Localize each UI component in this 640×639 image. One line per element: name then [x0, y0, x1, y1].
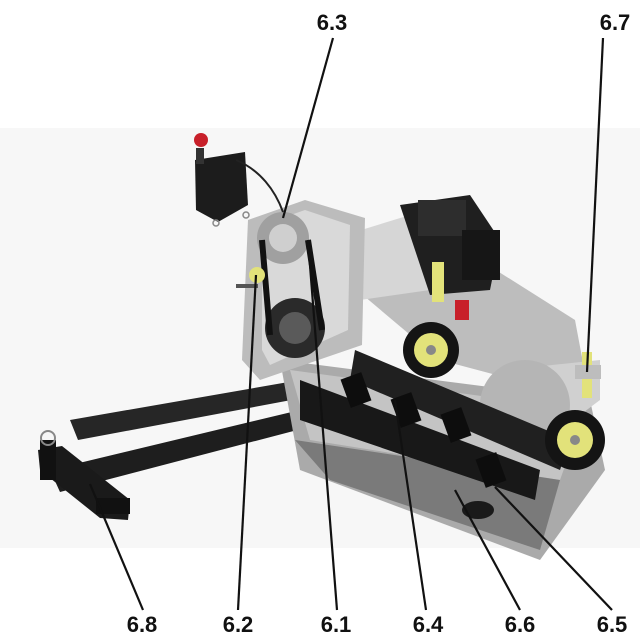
- leader-6-1: [306, 239, 339, 611]
- callout-labels: 6.3 6.7 6.8 6.2 6.1 6.4 6.6 6.5: [127, 10, 631, 637]
- leader-6-7: [585, 37, 605, 373]
- rotor-shaft: [300, 350, 570, 519]
- throttle-control: [194, 133, 284, 227]
- leader-6-4: [393, 399, 428, 611]
- leader-6-6: [454, 489, 521, 611]
- belt-housing: [236, 200, 365, 380]
- front-caster-wheel: [403, 262, 459, 378]
- callout-6-3: 6.3: [317, 10, 348, 35]
- engine: [345, 195, 500, 320]
- callout-6-4: 6.4: [413, 612, 444, 637]
- leader-6-2: [236, 274, 258, 611]
- leader-6-3: [281, 37, 335, 219]
- tow-bar: [38, 380, 305, 520]
- callout-6-7: 6.7: [600, 10, 631, 35]
- callout-6-5: 6.5: [597, 612, 628, 637]
- callout-6-6: 6.6: [505, 612, 536, 637]
- callout-6-1: 6.1: [321, 612, 352, 637]
- callout-6-8: 6.8: [127, 612, 158, 637]
- leader-6-8: [88, 483, 145, 611]
- leader-6-5: [494, 486, 613, 611]
- callout-6-2: 6.2: [223, 612, 254, 637]
- leader-lines: [88, 37, 613, 611]
